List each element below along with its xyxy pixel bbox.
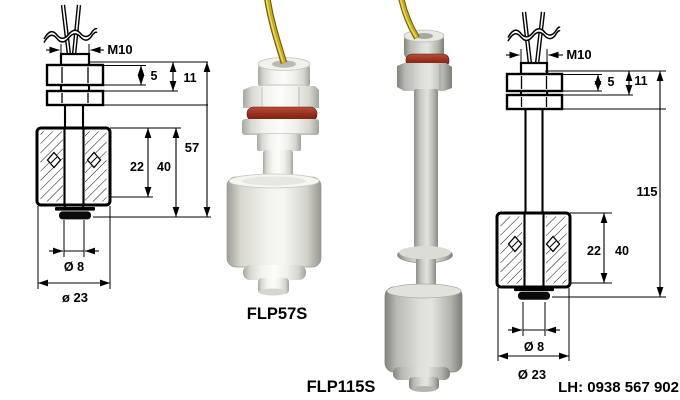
photo-flp115s: FLP115S (307, 0, 463, 396)
dim-label-nut-height: 5 (608, 75, 615, 89)
cable-break-symbol (506, 27, 562, 41)
cable-yellow (264, 0, 288, 64)
retaining-clip-drawing (55, 207, 95, 220)
float-photo (226, 176, 322, 268)
dim-label-nut-height: 5 (151, 69, 158, 83)
dims-bottom-flp115s: Ø 8 Ø 23 (497, 288, 570, 382)
stem-photo (263, 150, 293, 180)
dim-label-stem-dia: Ø 8 (64, 260, 84, 274)
dim-label-nut-stack: 11 (634, 74, 647, 88)
magnet-symbol (545, 235, 561, 253)
hex-nut-upper (505, 72, 564, 93)
magnet-symbol (507, 235, 523, 253)
stem-hex-adapter (257, 134, 301, 151)
cap-hex-nut (243, 86, 319, 108)
photo-flp57s: FLP57S (226, 0, 322, 323)
dim-label-float-dia: ø 23 (62, 290, 88, 305)
drawing-flp57s: M10 (35, 4, 211, 305)
thread-stub (59, 52, 91, 67)
dim-label-overall-length: 57 (185, 140, 199, 155)
cable-yellow (398, 0, 420, 40)
model-label-flp115s: FLP115S (307, 378, 376, 396)
dim-label-float-dia: Ø 23 (518, 367, 546, 382)
dim-label-thread: M10 (566, 47, 591, 62)
cable-wires-drawing (506, 11, 562, 65)
bottom-flange (243, 265, 306, 280)
dim-label-float-height: 40 (615, 244, 629, 258)
dim-label-overall-length: 115 (637, 184, 658, 199)
cap-hex-nut (397, 63, 452, 91)
contact-phone: LH: 0938 567 902 (558, 379, 679, 396)
float-hatch-left (40, 131, 63, 202)
cable-entry-opening (415, 33, 433, 39)
hex-nut-lower (45, 89, 105, 107)
bottom-flange (393, 367, 450, 380)
hex-nut-lower (505, 93, 564, 111)
dim-label-switch-level: 22 (130, 160, 144, 174)
retaining-clip-drawing (514, 287, 554, 300)
hex-nut-upper (45, 63, 105, 87)
cable-break-symbol (42, 28, 99, 42)
dim-label-nut-stack: 11 (183, 71, 196, 85)
drawing-flp115s: M10 5 (495, 11, 666, 382)
dim-label-float-height: 40 (157, 160, 171, 174)
dim-label-switch-level: 22 (587, 244, 601, 258)
float-hatch-left (500, 216, 522, 284)
magnet-symbol (46, 151, 62, 169)
stem-photo (414, 89, 438, 251)
model-label-flp57s: FLP57S (247, 305, 308, 323)
cable-wires-drawing (42, 4, 99, 56)
dim-thread: M10 (506, 47, 592, 62)
dims-bottom-flp57s: Ø 8 ø 23 (37, 206, 111, 305)
float-photo (384, 286, 463, 373)
dims-right-flp115s: 5 11 115 22 40 (545, 70, 666, 298)
cap-flange (242, 119, 319, 135)
magnet-symbol (86, 151, 102, 169)
dim-label-thread: M10 (107, 42, 132, 57)
float-hatch-right (85, 131, 107, 202)
float-hatch-right (546, 216, 567, 284)
dims-right-flp57s: 5 11 22 40 57 (88, 61, 211, 218)
oring-seal (246, 106, 318, 122)
cable-entry-opening (272, 60, 296, 68)
thread-stub (519, 61, 549, 76)
dim-label-stem-dia: Ø 8 (524, 340, 544, 354)
